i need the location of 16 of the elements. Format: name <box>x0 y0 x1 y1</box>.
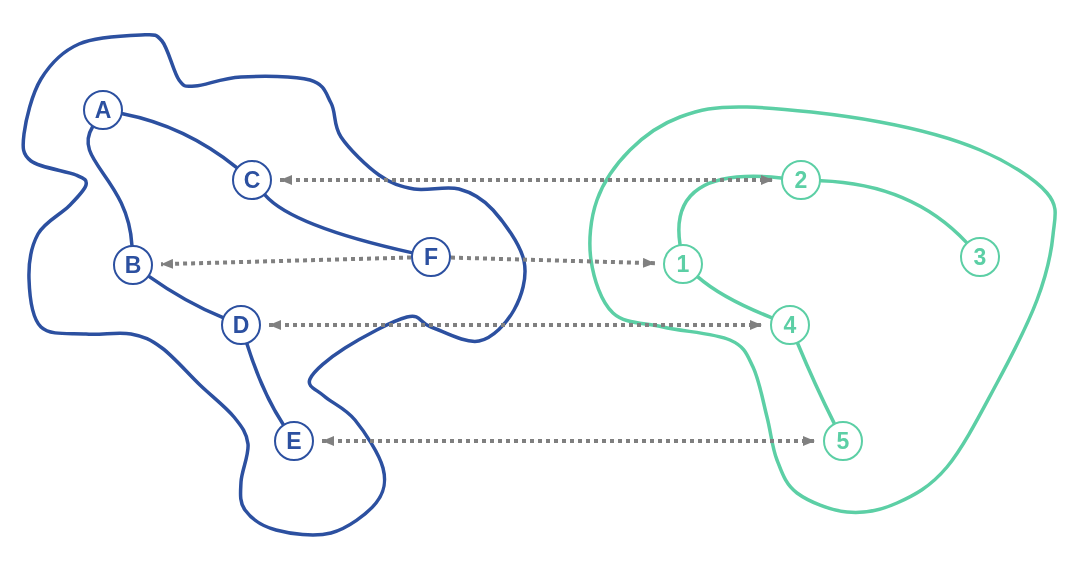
connector-line <box>677 174 783 246</box>
dotted-arrow <box>450 255 656 268</box>
connector-line <box>147 274 225 320</box>
connector-line <box>795 341 836 425</box>
dotted-arrow <box>322 436 815 446</box>
dotted-arrow <box>269 320 762 330</box>
connector-line <box>696 275 774 320</box>
dotted-arrow <box>280 175 773 185</box>
connector-line <box>819 178 969 245</box>
blob-outline <box>587 103 1057 516</box>
connector-line <box>86 125 134 247</box>
connector-line <box>245 342 285 427</box>
dotted-arrow <box>160 255 412 269</box>
connector-line <box>263 193 414 255</box>
connector-line <box>120 112 239 170</box>
blob-outline <box>20 31 528 537</box>
